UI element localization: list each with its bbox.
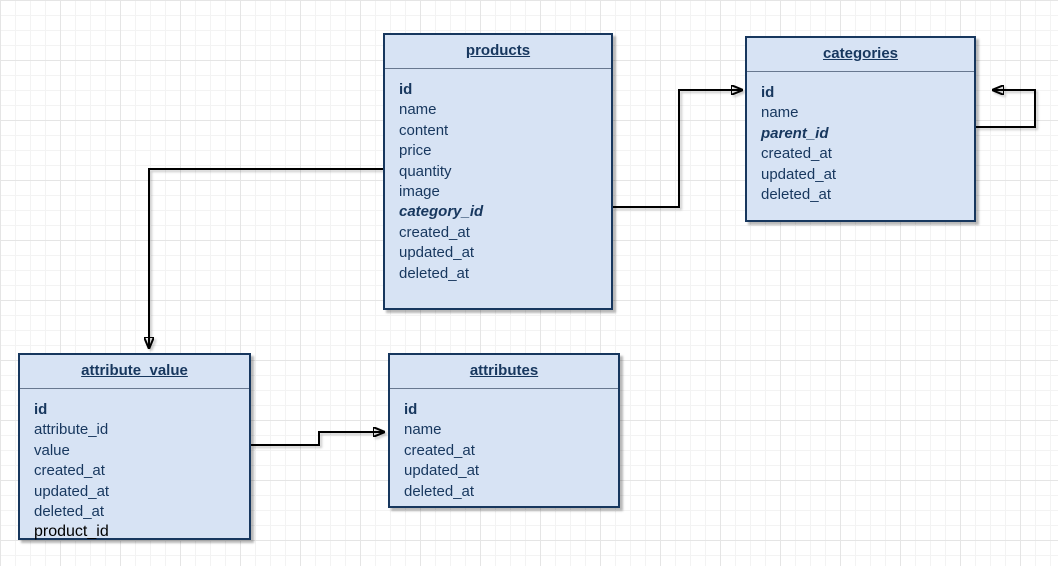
field-row[interactable]: name	[761, 104, 799, 122]
table-products[interactable]: products id name content price quantity image…	[383, 33, 613, 310]
field-row[interactable]: deleted_at	[761, 186, 832, 204]
connector-categories-self[interactable]	[976, 90, 1036, 128]
field-row[interactable]: updated_at	[399, 244, 475, 262]
field-row[interactable]: deleted_at	[404, 482, 475, 500]
field-row[interactable]: updated_at	[34, 482, 110, 500]
table-categories-title[interactable]: categories	[747, 38, 974, 72]
connector-products-categories[interactable]	[613, 90, 741, 208]
table-attribute-value-title[interactable]: attribute_value	[20, 355, 249, 389]
field-row[interactable]: attribute_id	[34, 421, 109, 439]
field-row[interactable]: quantity	[399, 162, 452, 180]
field-row[interactable]: product_id	[34, 523, 109, 541]
field-row[interactable]: value	[34, 441, 70, 459]
field-row[interactable]: price	[399, 142, 432, 160]
field-row[interactable]: parent_id	[761, 124, 829, 142]
field-row[interactable]: id	[404, 401, 418, 418]
field-row[interactable]: deleted_at	[34, 503, 105, 521]
table-products-title[interactable]: products	[385, 35, 611, 69]
field-row[interactable]: updated_at	[404, 462, 480, 480]
field-row[interactable]: updated_at	[761, 165, 837, 183]
field-row[interactable]: deleted_at	[399, 264, 470, 282]
connector-attribute-value-attributes[interactable]	[251, 432, 383, 446]
field-row[interactable]: created_at	[761, 145, 832, 163]
connector-products-attribute-value[interactable]	[149, 168, 383, 347]
field-row[interactable]: created_at	[404, 441, 475, 459]
field-row[interactable]: name	[404, 421, 442, 439]
field-row[interactable]: content	[399, 121, 449, 139]
table-attributes-fields: id name created_at updated_at deleted_at	[390, 389, 618, 502]
table-products-fields: id name content price quantity image category_…	[385, 69, 611, 284]
field-row[interactable]: id	[399, 81, 413, 98]
field-row[interactable]: category_id	[399, 203, 484, 221]
field-row[interactable]: created_at	[399, 223, 470, 241]
field-row[interactable]: id	[761, 84, 775, 101]
field-row[interactable]: created_at	[34, 462, 105, 480]
field-row[interactable]: name	[399, 101, 437, 119]
field-row[interactable]: id	[34, 401, 48, 418]
field-row[interactable]: image	[399, 183, 440, 201]
table-attributes-title[interactable]: attributes	[390, 355, 618, 389]
